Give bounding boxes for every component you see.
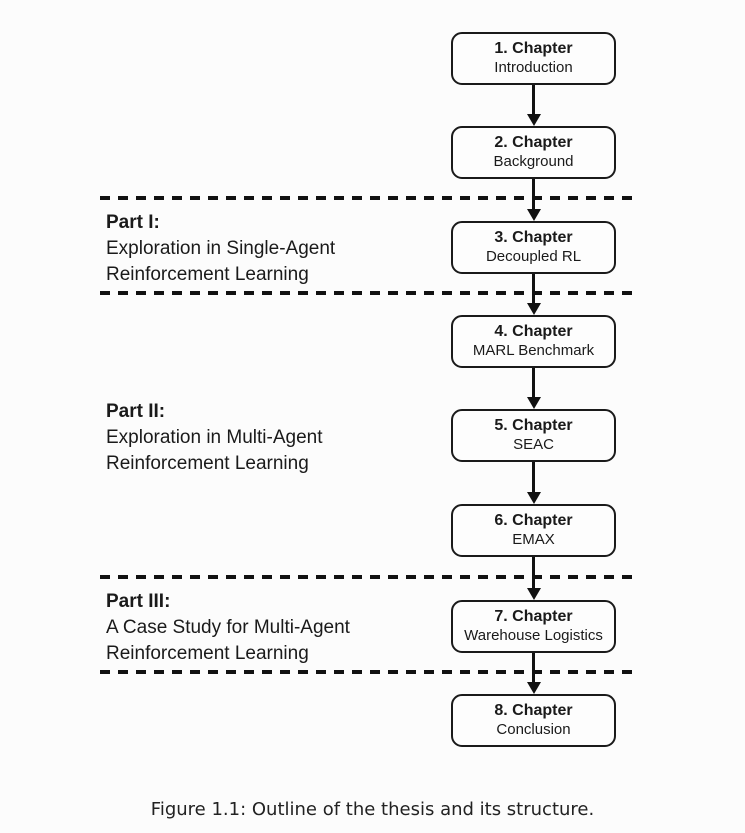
part3-line2: Reinforcement Learning: [106, 643, 309, 664]
part3-top-separator: [100, 575, 640, 579]
chapter5-subtitle: SEAC: [513, 436, 554, 454]
chapter4-subtitle: MARL Benchmark: [472, 342, 595, 360]
chapter5-box: 5. Chapter SEAC: [451, 409, 616, 462]
part3-line1: A Case Study for Multi-Agent: [106, 617, 350, 638]
part1-bottom-separator: [100, 291, 640, 295]
arrow-chapter7-to-chapter8: [526, 653, 541, 694]
chapter7-subtitle: Warehouse Logistics: [464, 627, 603, 645]
chapter1-title: 1. Chapter: [494, 40, 573, 58]
chapter7-box: 7. Chapter Warehouse Logistics: [451, 600, 616, 653]
chapter1-subtitle: Introduction: [494, 59, 573, 77]
chapter6-title: 6. Chapter: [494, 512, 573, 530]
part2-line2: Reinforcement Learning: [106, 453, 309, 474]
arrow-chapter4-to-chapter5: [526, 368, 541, 409]
part3-label: Part III: A Case Study for Multi-Agent R…: [106, 589, 350, 667]
arrow-chapter2-to-chapter3: [526, 179, 541, 221]
chapter1-box: 1. Chapter Introduction: [451, 32, 616, 85]
chapter8-title: 8. Chapter: [494, 702, 573, 720]
chapter4-box: 4. Chapter MARL Benchmark: [451, 315, 616, 368]
arrow-shaft: [532, 179, 535, 209]
chapter3-subtitle: Decoupled RL: [485, 248, 582, 266]
part2-label: Part II: Exploration in Multi-Agent Rein…: [106, 399, 323, 477]
arrow-chapter5-to-chapter6: [526, 462, 541, 504]
chapter4-title: 4. Chapter: [494, 323, 573, 341]
arrow-chapter3-to-chapter4: [526, 274, 541, 315]
chapter8-subtitle: Conclusion: [496, 721, 571, 739]
chapter2-subtitle: Background: [493, 153, 574, 171]
arrow-chapter6-to-chapter7: [526, 557, 541, 600]
arrow-down-icon: [526, 209, 541, 221]
part1-line2: Reinforcement Learning: [106, 264, 309, 285]
chapter8-box: 8. Chapter Conclusion: [451, 694, 616, 747]
chapter6-box: 6. Chapter EMAX: [451, 504, 616, 557]
chapter7-title: 7. Chapter: [494, 608, 573, 626]
chapter5-title: 5. Chapter: [494, 417, 573, 435]
arrow-down-icon: [526, 492, 541, 504]
chapter3-box: 3. Chapter Decoupled RL: [451, 221, 616, 274]
part1-top-separator: [100, 196, 640, 200]
part2-line1: Exploration in Multi-Agent: [106, 427, 323, 448]
arrow-down-icon: [526, 397, 541, 409]
arrow-down-icon: [526, 588, 541, 600]
arrow-down-icon: [526, 114, 541, 126]
arrow-shaft: [532, 368, 535, 397]
chapter3-title: 3. Chapter: [494, 229, 573, 247]
arrow-shaft: [532, 274, 535, 303]
part3-bottom-separator: [100, 670, 640, 674]
part1-name: Part I:: [106, 212, 160, 233]
arrow-down-icon: [526, 682, 541, 694]
part2-name: Part II:: [106, 401, 166, 422]
arrow-shaft: [532, 653, 535, 682]
chapter2-box: 2. Chapter Background: [451, 126, 616, 179]
chapter6-subtitle: EMAX: [512, 531, 555, 549]
part1-line1: Exploration in Single-Agent: [106, 238, 336, 259]
arrow-shaft: [532, 462, 535, 492]
arrow-shaft: [532, 85, 535, 114]
part1-label: Part I: Exploration in Single-Agent Rein…: [106, 210, 335, 288]
arrow-down-icon: [526, 303, 541, 315]
arrow-shaft: [532, 557, 535, 588]
arrow-chapter1-to-chapter2: [526, 85, 541, 126]
chapter2-title: 2. Chapter: [494, 134, 573, 152]
part3-name: Part III:: [106, 591, 171, 612]
figure-caption: Figure 1.1: Outline of the thesis and it…: [150, 799, 595, 820]
